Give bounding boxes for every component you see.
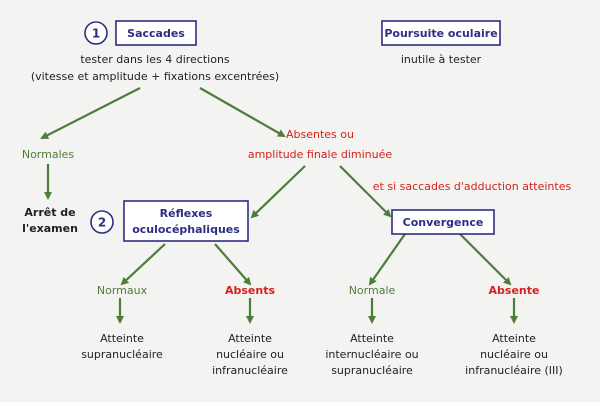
saccades-instruction-line2: (vitesse et amplitude + fixations excent… (31, 70, 279, 83)
result1-line2: supranucléaire (81, 348, 163, 361)
arrow-absentes-to-reflexes (250, 165, 306, 219)
adduction-note: et si saccades d'adduction atteintes (373, 180, 572, 193)
arrow-convergence-to-absente (459, 233, 512, 286)
step-number-1-label: 1 (92, 27, 100, 41)
arrow-saccades-to-normales (40, 87, 141, 139)
result-nuclear-infranuclear-iii: Atteinte nucléaire ou infranucléaire (II… (465, 332, 563, 377)
result4-line1: Atteinte (492, 332, 536, 345)
result-supranuclear: Atteinte supranucléaire (81, 332, 163, 361)
result-internuclear-supranuclear: Atteinte internucléaire ou supranucléair… (325, 332, 418, 377)
result4-line2: nucléaire ou (480, 348, 548, 361)
saccades-box (115, 20, 197, 46)
result3-line3: supranucléaire (331, 364, 413, 377)
convergence-box (391, 209, 495, 235)
stop-line1: Arrêt de (24, 206, 75, 219)
pursuit-note: inutile à tester (401, 53, 482, 66)
saccades-title: Saccades (127, 27, 185, 40)
saccades-node: 1 Saccades tester dans les 4 directions … (31, 20, 279, 83)
result4-line3: infranucléaire (III) (465, 364, 563, 377)
absente-label: Absente (489, 284, 540, 297)
convergence-title: Convergence (403, 216, 484, 229)
arrow-reflexes-to-absents (214, 243, 252, 286)
pursuit-node: Poursuite oculaire inutile à tester (381, 20, 501, 66)
arrow-saccades-to-absentes (199, 87, 286, 137)
reflexes-title-line1: Réflexes (160, 207, 213, 220)
result3-line1: Atteinte (350, 332, 394, 345)
convergence-node: Convergence (391, 209, 495, 235)
step-number-2 (90, 210, 114, 234)
result1-line1: Atteinte (100, 332, 144, 345)
arrow-convergence-to-normale (368, 233, 406, 286)
result-nuclear-infranuclear: Atteinte nucléaire ou infranucléaire (212, 332, 288, 377)
step-number-1 (84, 21, 108, 45)
reflexes-box (123, 200, 249, 242)
absentes-line1: Absentes ou (286, 128, 354, 141)
result2-line2: nucléaire ou (216, 348, 284, 361)
pursuit-box (381, 20, 501, 46)
step-number-2-label: 2 (98, 216, 106, 230)
normaux-label: Normaux (97, 284, 148, 297)
reflexes-node: 2 Réflexes oculocéphaliques (90, 200, 249, 242)
result2-line1: Atteinte (228, 332, 272, 345)
result2-line3: infranucléaire (212, 364, 288, 377)
arrow-absentes-to-convergence (339, 165, 392, 218)
normale-label: Normale (349, 284, 396, 297)
result3-line2: internucléaire ou (325, 348, 418, 361)
stop-line2: l'examen (22, 222, 78, 235)
absentes-line2: amplitude finale diminuée (248, 148, 393, 161)
pursuit-title: Poursuite oculaire (384, 27, 497, 40)
reflexes-title-line2: oculocéphaliques (132, 223, 240, 236)
arrow-reflexes-to-normaux (120, 243, 166, 286)
normales-label: Normales (22, 148, 75, 161)
saccades-instruction-line1: tester dans les 4 directions (80, 53, 230, 66)
absents-label: Absents (225, 284, 275, 297)
